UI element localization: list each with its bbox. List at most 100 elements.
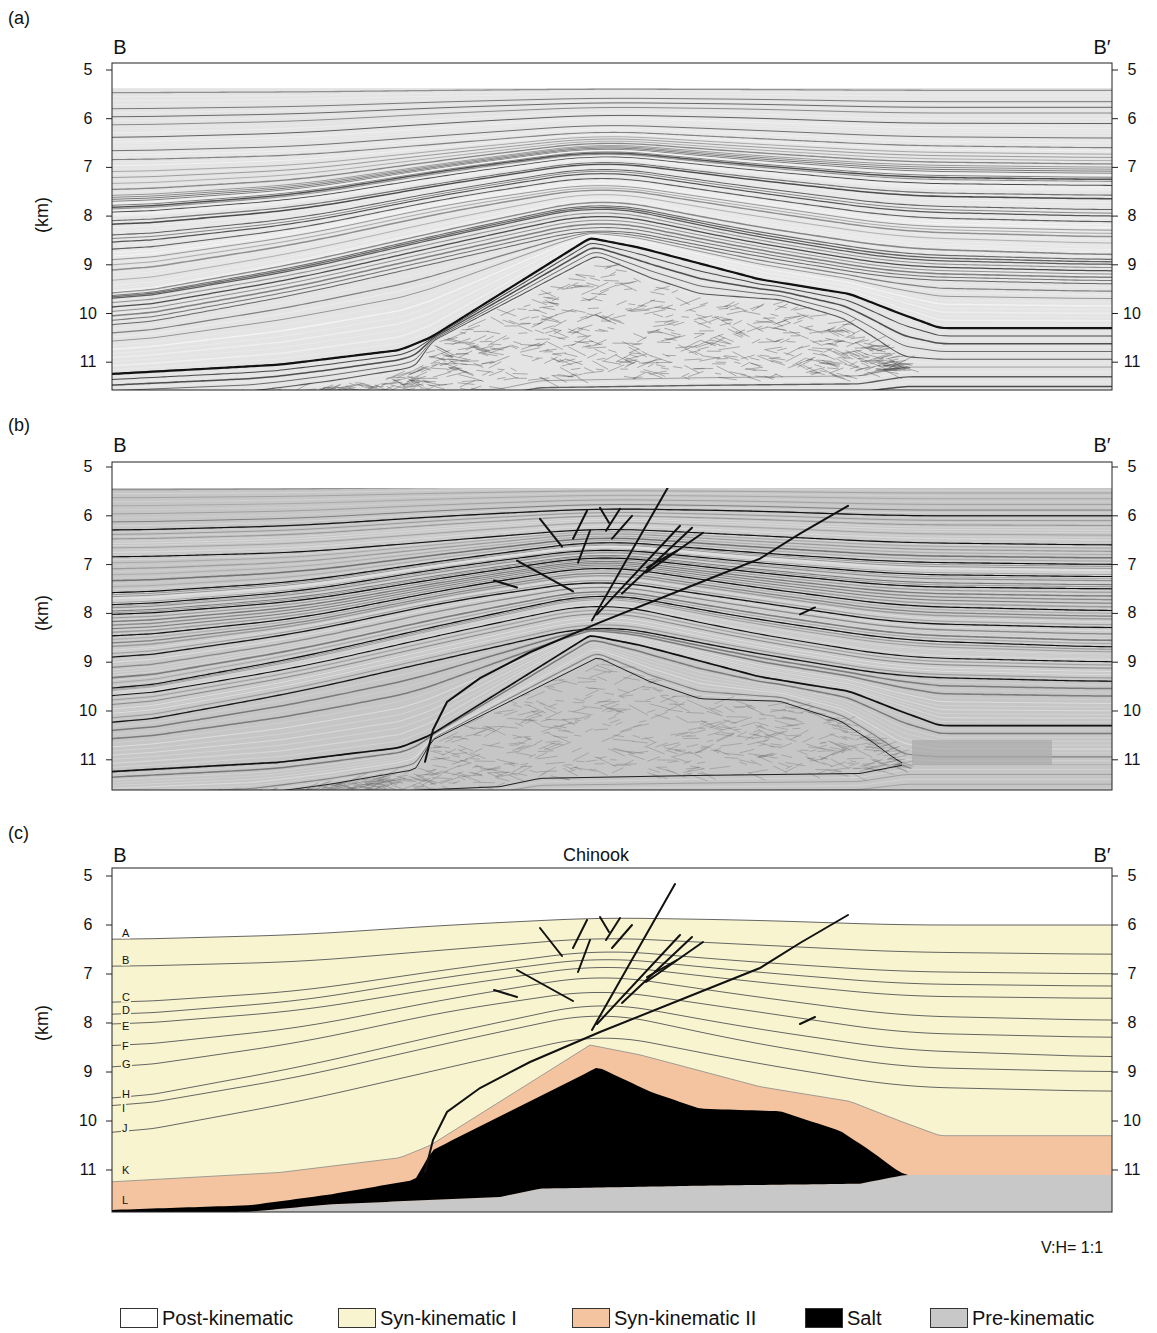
salt-chaotic-texture <box>597 358 605 360</box>
salt-chaotic-texture <box>842 324 854 326</box>
salt-chaotic-texture <box>684 359 702 361</box>
seismic-reflector <box>112 377 1112 390</box>
salt-chaotic-texture <box>371 777 384 781</box>
salt-chaotic-texture <box>603 724 611 726</box>
depth-tick <box>106 362 1118 363</box>
salt-chaotic-texture <box>810 758 827 761</box>
salt-chaotic-texture <box>595 330 605 332</box>
salt-chaotic-texture <box>738 736 754 738</box>
salt-chaotic-texture <box>847 335 854 337</box>
salt-chaotic-texture <box>474 378 484 381</box>
salt-chaotic-texture <box>730 308 740 310</box>
salt-chaotic-texture <box>724 707 734 713</box>
salt-chaotic-texture <box>403 781 417 782</box>
salt-chaotic-texture <box>505 372 517 379</box>
salt-chaotic-texture <box>610 759 616 760</box>
section-end-label: B <box>113 845 126 865</box>
salt-chaotic-texture <box>538 750 554 752</box>
salt-chaotic-texture <box>451 738 466 742</box>
fault-line <box>540 519 562 547</box>
salt-chaotic-texture <box>661 336 680 341</box>
salt-chaotic-texture <box>893 366 910 367</box>
salt-chaotic-texture <box>777 348 787 351</box>
salt-chaotic-texture <box>511 345 519 348</box>
salt-chaotic-texture <box>439 337 457 341</box>
salt-chaotic-texture <box>758 754 776 757</box>
seismic-reflector <box>112 631 1112 739</box>
salt-chaotic-texture <box>521 355 533 358</box>
salt-chaotic-texture <box>482 371 490 375</box>
salt-chaotic-texture <box>816 769 836 770</box>
salt-chaotic-texture <box>828 741 846 750</box>
salt-chaotic-texture <box>773 301 785 305</box>
salt-chaotic-texture <box>699 330 714 331</box>
depth-tick-label: 10 <box>1123 703 1141 719</box>
salt-chaotic-texture <box>608 717 615 720</box>
depth-tick <box>106 564 1118 565</box>
fault-line <box>800 1017 815 1024</box>
salt-chaotic-texture <box>562 361 582 366</box>
depth-tick-label: 8 <box>1128 605 1137 621</box>
salt-chaotic-texture <box>648 769 660 773</box>
depth-tick-label: 9 <box>84 1064 93 1080</box>
fault-line <box>592 475 675 620</box>
salt-chaotic-texture <box>739 762 747 765</box>
salt-chaotic-texture <box>416 775 432 781</box>
interpreted-horizon <box>112 629 1112 723</box>
salt-chaotic-texture <box>357 786 376 790</box>
fault-line <box>573 511 587 539</box>
salt-chaotic-texture <box>612 768 623 773</box>
depth-tick <box>106 515 1118 516</box>
fault-line <box>592 884 675 1030</box>
interpreted-horizon <box>112 636 1112 772</box>
salt-chaotic-texture <box>571 767 578 769</box>
depth-tick-label: 5 <box>1128 459 1137 475</box>
salt-chaotic-texture <box>453 781 460 784</box>
salt-chaotic-texture <box>364 780 383 786</box>
salt-chaotic-texture <box>518 767 531 774</box>
salt-chaotic-texture <box>638 305 647 307</box>
salt-chaotic-texture <box>497 759 514 763</box>
salt-chaotic-texture <box>520 345 542 346</box>
salt-chaotic-texture <box>487 772 508 773</box>
salt-chaotic-texture <box>617 301 627 305</box>
fault-line <box>425 915 848 1172</box>
salt-chaotic-texture <box>618 689 629 692</box>
depth-tick-label: 6 <box>84 508 93 524</box>
salt-chaotic-texture <box>547 681 567 686</box>
depth-tick-label: 5 <box>84 62 93 78</box>
salt-chaotic-texture <box>393 379 400 380</box>
salt-chaotic-texture <box>403 386 419 388</box>
salt-chaotic-texture <box>597 677 607 681</box>
depth-tick-label: 9 <box>84 654 93 670</box>
salt-chaotic-texture <box>484 726 495 730</box>
salt-chaotic-texture <box>553 376 567 383</box>
salt-chaotic-texture <box>873 750 879 752</box>
salt-chaotic-texture <box>722 733 734 735</box>
seismic-reflector <box>112 259 1112 390</box>
salt-chaotic-texture <box>716 362 726 363</box>
salt-chaotic-texture <box>858 374 867 376</box>
salt-chaotic-texture <box>668 321 679 324</box>
salt-chaotic-texture <box>847 758 865 760</box>
salt-chaotic-texture <box>563 344 575 346</box>
depth-ticks <box>106 467 1118 760</box>
horizon-line <box>112 992 1112 1067</box>
legend-label: Syn-kinematic II <box>614 1308 756 1328</box>
salt-chaotic-texture <box>739 760 755 764</box>
salt-chaotic-texture <box>817 771 826 774</box>
salt-chaotic-texture <box>897 762 909 768</box>
salt-chaotic-texture <box>629 348 639 352</box>
salt-chaotic-texture <box>433 372 452 378</box>
salt-chaotic-texture <box>803 365 819 373</box>
salt-chaotic-texture <box>719 727 737 731</box>
salt-chaotic-texture <box>540 377 558 386</box>
salt-chaotic-texture <box>547 733 553 736</box>
salt-chaotic-texture <box>666 335 685 340</box>
salt-chaotic-texture <box>837 716 855 724</box>
depth-tick <box>106 925 1118 926</box>
salt-chaotic-texture <box>583 695 592 699</box>
salt-chaotic-texture <box>810 340 823 345</box>
salt-chaotic-texture <box>549 302 559 304</box>
salt-chaotic-texture <box>758 730 768 735</box>
